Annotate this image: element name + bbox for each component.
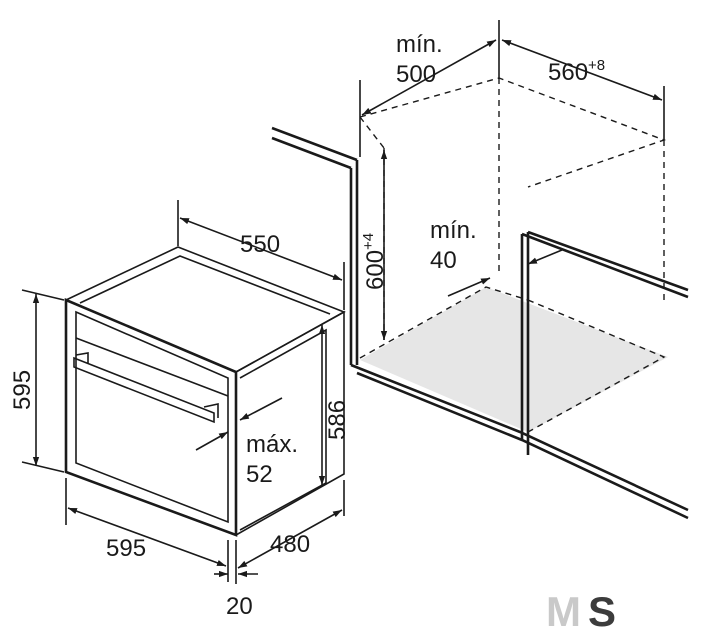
label-min-500-line1: mín. [396,31,443,58]
left-cabinet-top [271,126,358,170]
label-600-tolerance: +4 [360,233,377,250]
dimension-480: 480 [237,480,345,569]
label-max-52-line1: máx. [246,431,298,458]
niche-dashed-outline [359,77,667,433]
label-595-height: 595 [9,370,36,410]
oven-handle [73,352,219,424]
dimension-min-500: mín. 500 [359,20,500,157]
label-max-52-line2: 52 [246,461,273,488]
label-20: 20 [226,593,253,620]
label-min-40-line1: mín. [430,217,477,244]
label-560-base: 560 [548,59,588,86]
label-560-tolerance: +8 [588,57,605,74]
label-min-40-line2: 40 [430,247,457,274]
oven-control-strip [75,337,229,397]
dimension-560: 560+8 [501,39,665,140]
dimension-586-height: 586 [318,325,351,485]
dimension-20: 20 [214,540,258,620]
logo-letter-m: M [546,588,581,635]
label-586: 586 [324,400,351,440]
niche-floor [360,287,668,432]
label-550: 550 [240,231,280,258]
oven-front-inner [75,310,229,524]
ms-logo: M S [546,588,616,635]
dimension-595-width: 595 [65,478,229,582]
oven-front [64,298,238,537]
svg-text:600+4: 600+4 [360,233,389,290]
oven-side [235,310,345,536]
dimension-600: 600+4 [360,150,389,340]
dimension-595-height: 595 [9,289,65,473]
dimension-550: 550 [177,200,345,310]
oven [64,246,346,537]
oven-top-inner [79,255,331,315]
logo-letter-s: S [588,588,616,635]
label-595-width: 595 [106,535,146,562]
label-480: 480 [270,531,310,558]
dimension-min-40: mín. 40 [430,217,563,297]
label-min-500-line2: 500 [396,61,436,88]
svg-text:560+8: 560+8 [548,57,605,86]
right-cabinet [520,230,689,455]
label-600-base: 600 [362,250,389,290]
left-cabinet-edge [349,160,359,365]
oven-side-inner [239,328,327,531]
niche-cabinet [271,77,689,520]
dimension-max-52: máx. 52 [195,397,298,488]
